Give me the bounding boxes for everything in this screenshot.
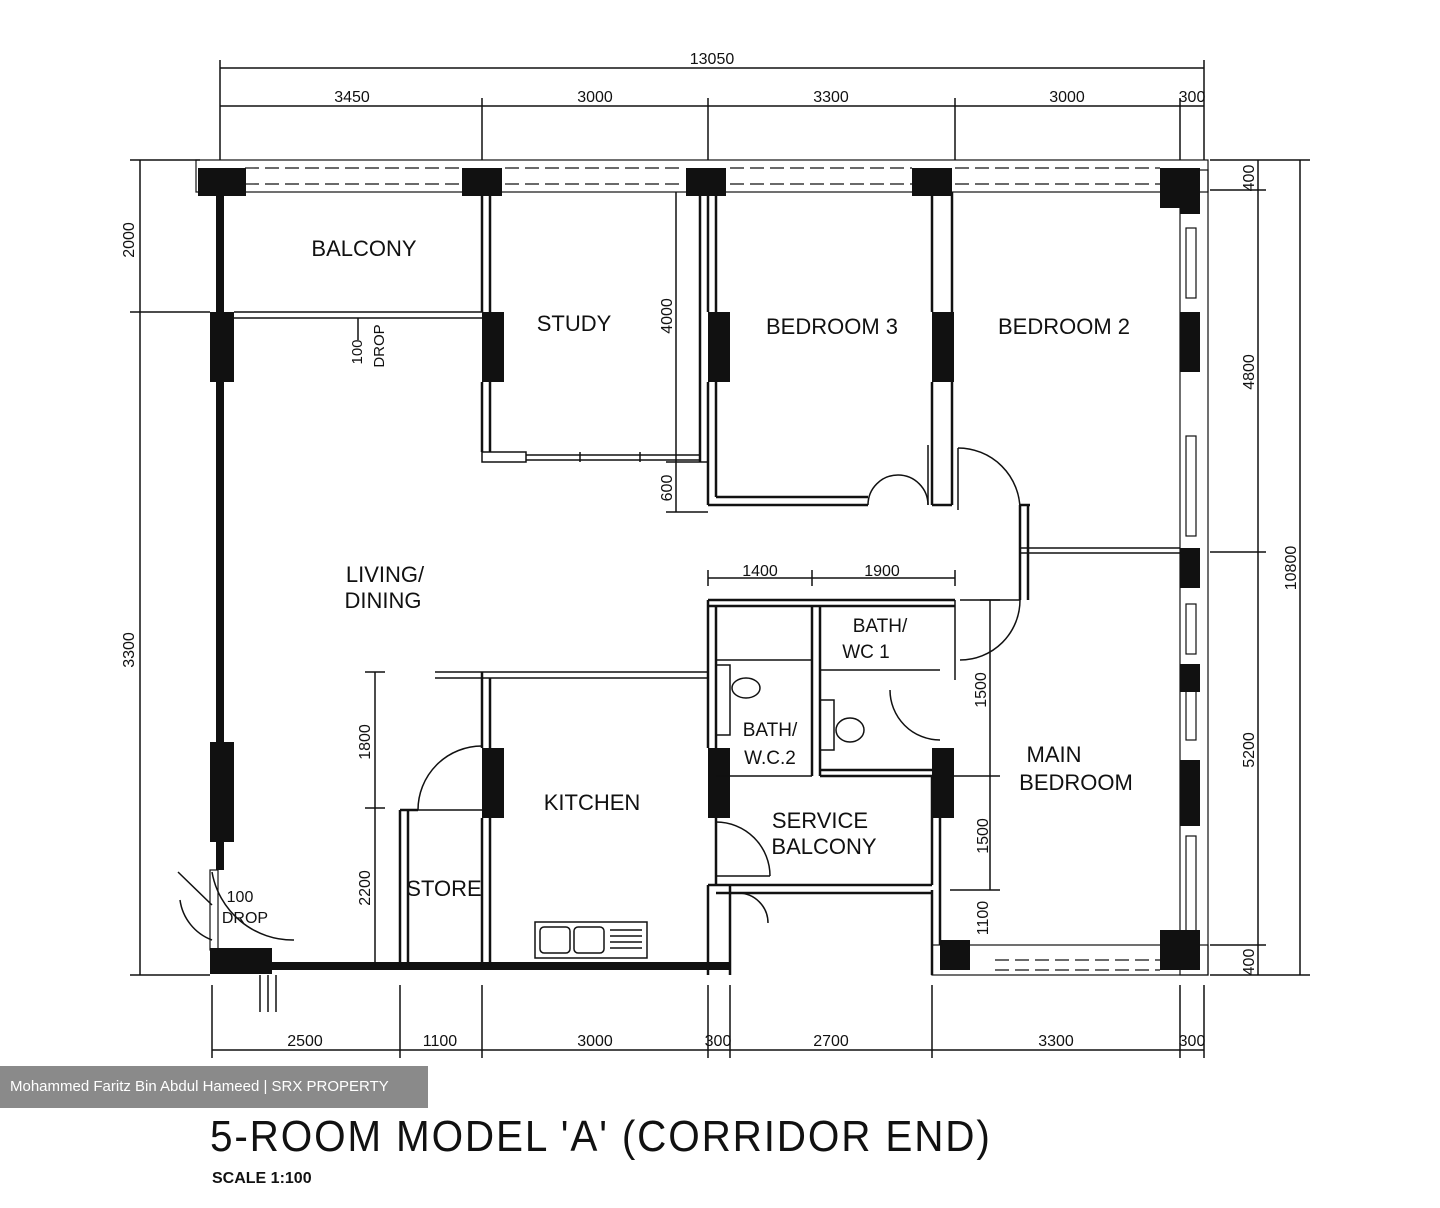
dim-living-height: 1800	[357, 724, 374, 760]
watermark: Mohammed Faritz Bin Abdul Hameed | SRX P…	[0, 1066, 428, 1108]
structural-columns	[198, 168, 1200, 974]
plan-title: 5-ROOM MODEL 'A' (CORRIDOR END)	[210, 1112, 992, 1161]
dim-bath-2: 1900	[864, 563, 900, 580]
room-living-1: LIVING/	[346, 562, 425, 587]
plan-scale: SCALE 1:100	[212, 1170, 312, 1187]
drop-top-value: 100	[349, 339, 366, 364]
room-bath-2a: BATH/	[743, 720, 798, 741]
drop-entry-label: DROP	[222, 910, 268, 927]
room-main-1: MAIN	[1027, 742, 1082, 767]
dim-top-5: 300	[1179, 89, 1206, 106]
dim-bottom-7: 300	[1179, 1033, 1206, 1050]
top-dimensions: 13050 3450 3000 3300 3000 300	[219, 51, 1206, 160]
room-bath-1a: BATH/	[853, 616, 908, 637]
dim-bottom-1: 2500	[287, 1033, 323, 1050]
room-study: STUDY	[537, 311, 612, 336]
dim-bath-1: 1400	[742, 563, 778, 580]
room-bath-2b: W.C.2	[744, 748, 796, 769]
kitchen-sink	[534, 921, 648, 959]
dim-bottom-2: 1100	[423, 1033, 458, 1050]
drop-top-label: DROP	[371, 324, 388, 367]
dim-top-1: 3450	[334, 89, 370, 106]
room-balcony: BALCONY	[311, 236, 416, 261]
left-dimensions: 2000 3300	[121, 159, 210, 976]
dim-top-total: 13050	[690, 51, 735, 68]
dim-bottom-4: 300	[705, 1033, 732, 1050]
dim-study-gap: 600	[659, 475, 676, 502]
room-bedroom-2: BEDROOM 2	[998, 314, 1130, 339]
dim-right-3: 5200	[1241, 732, 1258, 768]
dim-left-1: 2000	[121, 222, 138, 258]
dim-top-3: 3300	[813, 89, 849, 106]
room-main-2: BEDROOM	[1019, 770, 1133, 795]
drop-entry-value: 100	[227, 889, 254, 906]
drop-notes: 100 DROP 100 DROP	[222, 318, 388, 927]
right-dimensions: 400 4800 5200 400 10800	[1210, 159, 1310, 976]
room-bedroom-3: BEDROOM 3	[766, 314, 898, 339]
room-service-2: BALCONY	[771, 834, 876, 859]
dim-right-2: 4800	[1241, 354, 1258, 390]
dim-left-2: 3300	[121, 632, 138, 668]
dim-store-height: 2200	[357, 870, 374, 906]
room-living-2: DINING	[345, 588, 422, 613]
dim-bottom-3: 3000	[577, 1033, 613, 1050]
dim-study-height: 4000	[659, 298, 676, 334]
dim-top-2: 3000	[577, 89, 613, 106]
dim-bottom-6: 3300	[1038, 1033, 1074, 1050]
dim-right-1: 400	[1241, 165, 1258, 192]
room-kitchen: KITCHEN	[544, 790, 641, 815]
room-store: STORE	[406, 876, 481, 901]
dim-right-4: 400	[1241, 949, 1258, 976]
interior-walls: 4000 600	[177, 192, 1180, 966]
dim-bath-side: 1500	[973, 672, 990, 708]
room-labels: BALCONY STUDY BEDROOM 3 BEDROOM 2 LIVING…	[311, 236, 1132, 901]
dim-main-2: 1100	[975, 901, 992, 936]
dim-bottom-5: 2700	[813, 1033, 849, 1050]
room-service-1: SERVICE	[772, 808, 868, 833]
dim-main-1: 1500	[975, 818, 992, 854]
bottom-dimensions: 2500 1100 3000 300 2700 3300 300	[211, 985, 1206, 1058]
dim-top-4: 3000	[1049, 89, 1085, 106]
dim-right-total: 10800	[1283, 546, 1300, 591]
room-bath-1b: WC 1	[842, 642, 890, 663]
